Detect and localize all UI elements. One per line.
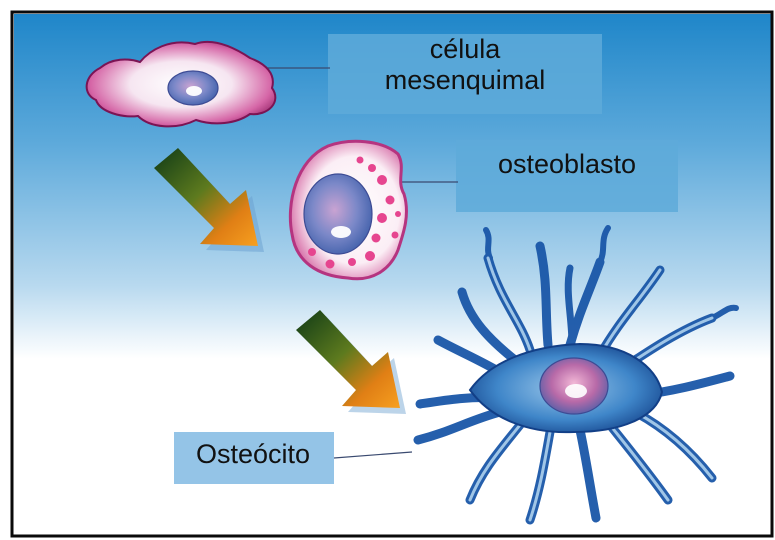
label-osteocyte: Osteócito [178, 438, 328, 470]
label-mesenchymal-line2: mesenquimal [330, 65, 600, 96]
osteoblast-cell-icon [290, 141, 406, 278]
label-mesenchymal-line1: célula [330, 34, 600, 65]
label-osteoblast: osteoblasto [462, 148, 672, 180]
label-mesenchymal-cell: célula mesenquimal [330, 34, 600, 96]
